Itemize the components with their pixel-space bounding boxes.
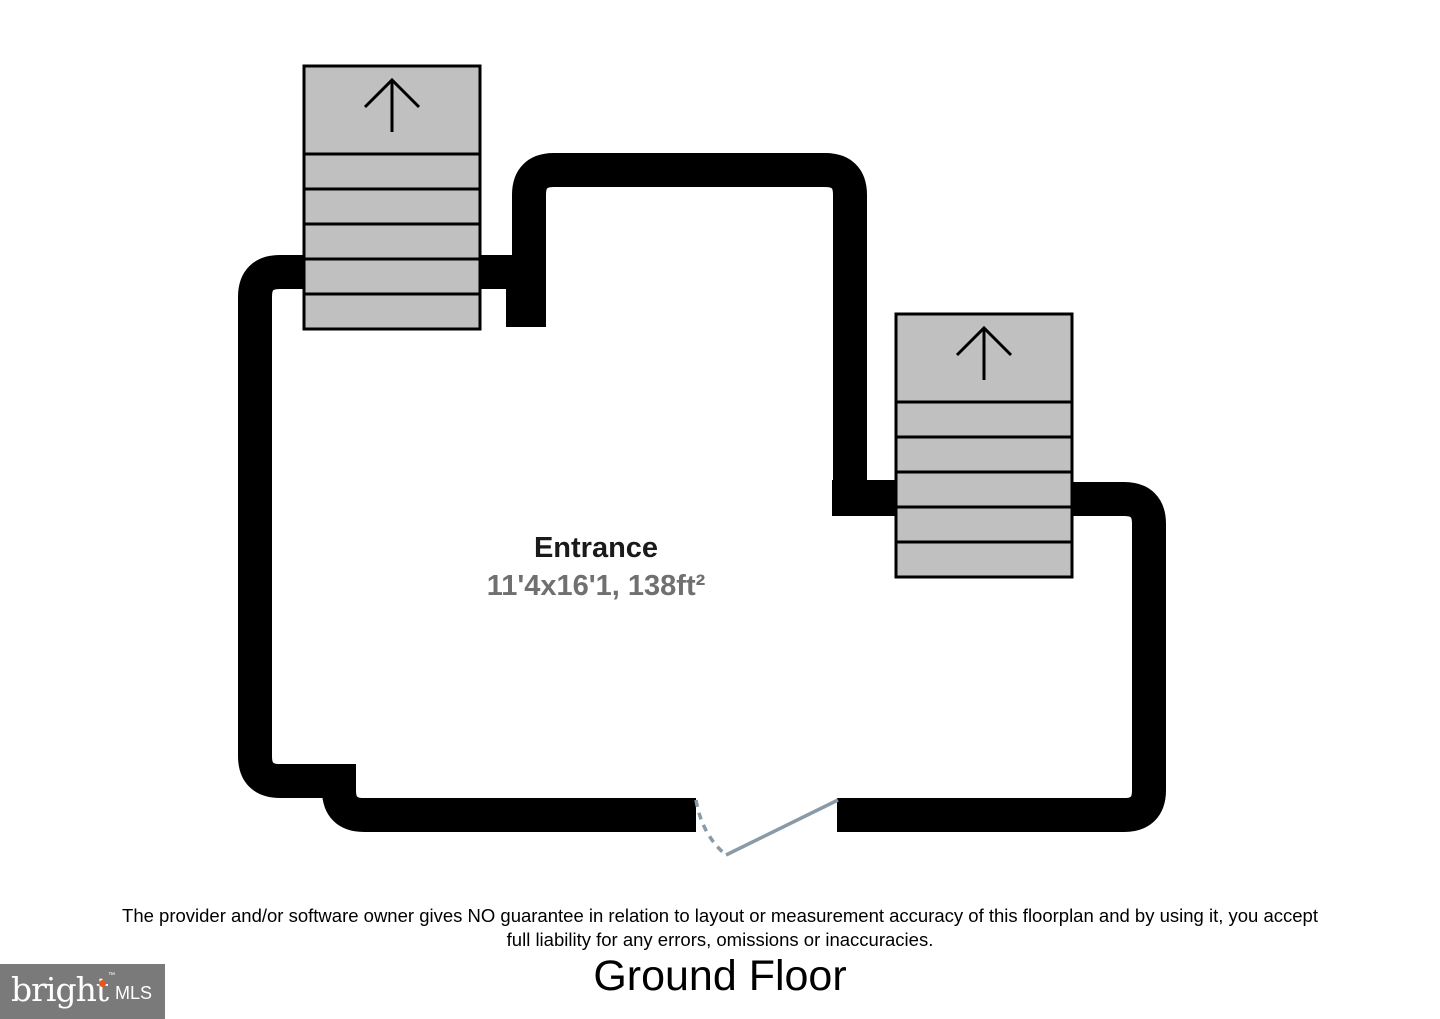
staircase-right [894, 312, 1074, 579]
brand-word: bright [11, 970, 109, 1009]
room-name: Entrance [533, 532, 659, 564]
brand-trademark: ™ [108, 972, 115, 979]
wall-left-segment [238, 255, 696, 832]
disclaimer-line-1: The provider and/or software owner gives… [122, 905, 1318, 926]
wall-inner-corner [832, 480, 896, 516]
floor-label: Ground Floor [593, 952, 847, 1000]
walls [238, 153, 1166, 832]
wall-stub [506, 289, 546, 327]
arrow-up-icon [363, 77, 421, 132]
entrance-door [694, 798, 839, 857]
brand-accent-dot [99, 980, 106, 987]
staircase-left [302, 64, 482, 331]
wall-right-segment [837, 482, 1166, 832]
arrow-up-icon [955, 325, 1013, 380]
disclaimer: The provider and/or software owner gives… [40, 904, 1400, 952]
brand-logo: bright ™ MLS [0, 964, 165, 1019]
wall-top-segment [480, 153, 896, 516]
disclaimer-line-2: full liability for any errors, omissions… [506, 929, 934, 950]
room-dimensions: 11'4x16'1, 138ft² [486, 570, 706, 602]
brand-suffix: MLS [115, 983, 153, 1003]
